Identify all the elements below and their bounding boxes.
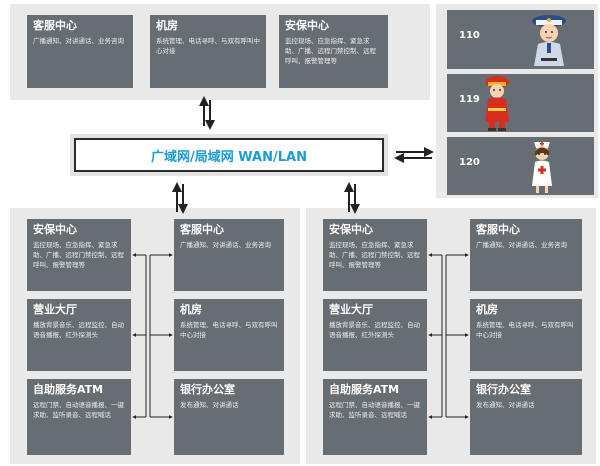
card-desc: 监控现场、应急指挥、紧急求助、广播、远程门禁控制、远程呼叫、报警管理等: [329, 241, 420, 269]
card-desc: 系统管理、电话寻呼、与双有呼叫中心对接: [180, 321, 278, 339]
card-title: 机房: [180, 303, 202, 316]
left-card-security-center: 安保中心 监控现场、应急指挥、紧急求助、广播、远程门禁控制、远程呼叫、报警管理等: [27, 219, 131, 291]
top-card-server-room: 机房 系统管理、电话寻呼、与双有呼叫中心对接: [150, 15, 266, 88]
emergency-card-120: 120: [447, 137, 594, 195]
nurse-icon: [532, 141, 552, 193]
right-card-security-center: 安保中心 监控现场、应急指挥、紧急求助、广播、远程门禁控制、远程呼叫、报警管理等: [323, 219, 427, 291]
right-card-server-room: 机房 系统管理、电话寻呼、与双有呼叫中心对接: [470, 299, 582, 371]
card-title: 客服中心: [476, 223, 520, 236]
right-card-business-hall: 营业大厅 播放背景音乐、远程监控、自动语音播报、红外探测头: [323, 299, 427, 371]
card-desc: 广播通知、对讲通话、业务咨询: [33, 37, 124, 45]
card-desc: 监控现场、应急指挥、紧急求助、广播、远程门禁控制、远程呼叫、报警管理等: [285, 37, 376, 65]
card-title: 机房: [156, 19, 178, 32]
card-title: 自助服务ATM: [329, 383, 400, 396]
emergency-card-119: 119: [447, 74, 594, 132]
top-card-security-center: 安保中心 监控现场、应急指挥、紧急求助、广播、远程门禁控制、远程呼叫、报警管理等: [279, 15, 388, 88]
right-card-bank-office: 银行办公室 发布通知、对讲通话: [470, 379, 582, 455]
right-card-atm: 自助服务ATM 远程门禁、自动语音播报、一键求助、监听录音、远程喊话: [323, 379, 427, 455]
left-card-bank-office: 银行办公室 发布通知、对讲通话: [174, 379, 284, 455]
card-title: 安保中心: [329, 223, 373, 236]
wan-lan-box: 广域网/局域网 WAN/LAN: [74, 138, 384, 172]
left-card-atm: 自助服务ATM 远程门禁、自动语音播报、一键求助、监听录音、远程喊话: [27, 379, 131, 455]
card-desc: 播放背景音乐、远程监控、自动语音播报、红外探测头: [329, 321, 420, 339]
right-card-customer-service: 客服中心 广播通知、对讲通话、业务咨询: [470, 219, 582, 291]
card-title: 客服中心: [33, 19, 77, 32]
card-desc: 广播通知、对讲通话、业务咨询: [476, 241, 567, 249]
card-title: 安保中心: [285, 19, 329, 32]
card-desc: 系统管理、电话寻呼、与双有呼叫中心对接: [476, 321, 574, 339]
firefighter-icon: [485, 76, 509, 131]
card-title: 营业大厅: [329, 303, 373, 316]
emergency-card-110: 110: [447, 10, 594, 69]
card-title: 营业大厅: [33, 303, 77, 316]
card-desc: 发布通知、对讲通话: [476, 401, 535, 409]
card-title: 银行办公室: [476, 383, 531, 396]
top-card-customer-service: 客服中心 广播通知、对讲通话、业务咨询: [27, 15, 133, 88]
card-desc: 远程门禁、自动语音播报、一键求助、监听录音、远程喊话: [33, 401, 124, 419]
emergency-number: 110: [459, 30, 480, 41]
card-desc: 系统管理、电话寻呼、与双有呼叫中心对接: [156, 37, 260, 55]
card-title: 客服中心: [180, 223, 224, 236]
left-card-server-room: 机房 系统管理、电话寻呼、与双有呼叫中心对接: [174, 299, 284, 371]
emergency-number: 119: [459, 94, 480, 105]
police-officer-icon: [532, 15, 566, 66]
card-desc: 播放背景音乐、远程监控、自动语音播报、红外探测头: [33, 321, 124, 339]
card-desc: 监控现场、应急指挥、紧急求助、广播、远程门禁控制、远程呼叫、报警管理等: [33, 241, 124, 269]
left-card-business-hall: 营业大厅 播放背景音乐、远程监控、自动语音播报、红外探测头: [27, 299, 131, 371]
card-desc: 远程门禁、自动语音播报、一键求助、监听录音、远程喊话: [329, 401, 420, 419]
card-title: 安保中心: [33, 223, 77, 236]
card-desc: 广播通知、对讲通话、业务咨询: [180, 241, 271, 249]
card-title: 银行办公室: [180, 383, 235, 396]
wan-lan-label: 广域网/局域网 WAN/LAN: [151, 149, 307, 165]
left-card-customer-service: 客服中心 广播通知、对讲通话、业务咨询: [174, 219, 284, 291]
emergency-number: 120: [459, 157, 480, 168]
card-title: 自助服务ATM: [33, 383, 104, 396]
card-title: 机房: [476, 303, 498, 316]
card-desc: 发布通知、对讲通话: [180, 401, 239, 409]
